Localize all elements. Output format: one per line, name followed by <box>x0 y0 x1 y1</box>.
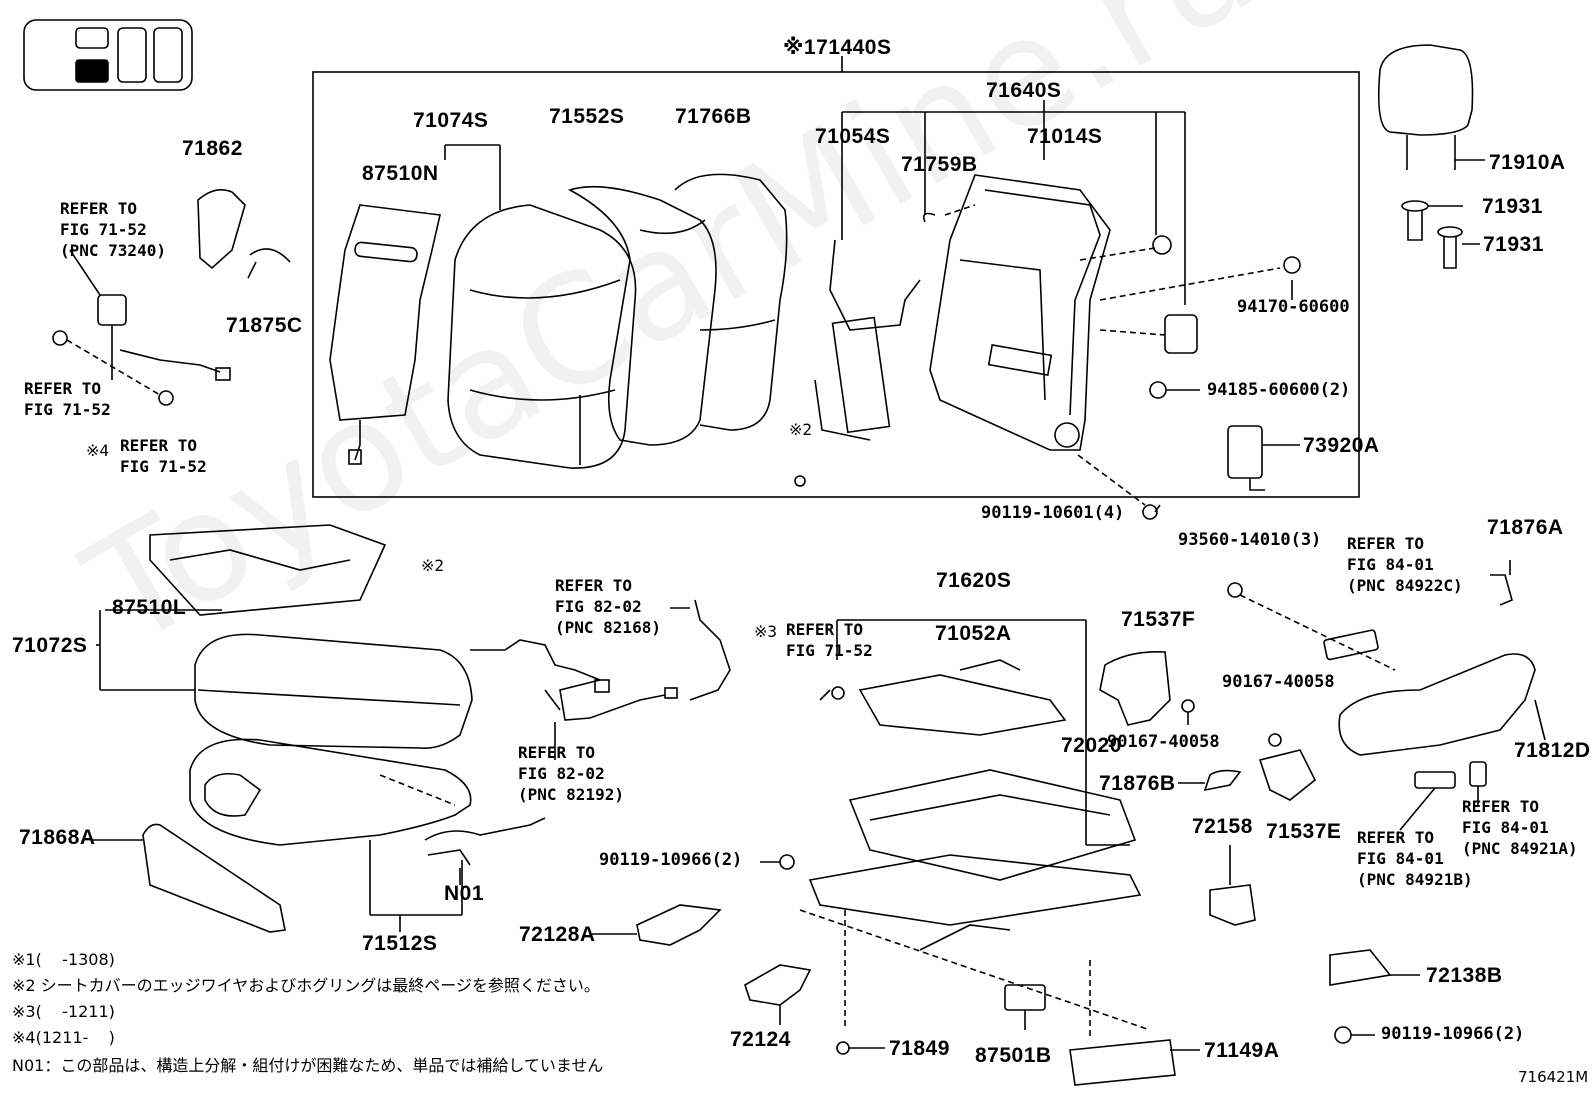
seat-frame-71620s <box>799 619 1151 1040</box>
label-71759b: 71759B <box>901 153 978 176</box>
label-71552s: 71552S <box>549 105 625 128</box>
label-71074s: 71074S <box>413 109 489 132</box>
label-71440s: ※171440S <box>783 36 892 59</box>
label-71876b: 71876B <box>1099 772 1176 795</box>
footnote-4: ※4(1211- ) <box>12 1028 115 1047</box>
refer-fig-84-01-pnc-84922c: REFER TO FIG 84-01 (PNC 84922C) <box>1347 534 1463 595</box>
refer-fig-84-01-pnc-84921b: REFER TO FIG 84-01 (PNC 84921B) <box>1357 828 1473 889</box>
lumbar-support-71054s <box>814 239 921 441</box>
refer-fig-82-02-pnc-82192: REFER TO FIG 82-02 (PNC 82192) <box>518 743 624 804</box>
footnote-1: ※1( -1308) <box>12 950 115 969</box>
seatback-cover-71766b <box>568 173 788 446</box>
label-72128a: 72128A <box>519 923 596 946</box>
label-87501b: 87501B <box>975 1044 1052 1067</box>
label-93560-14010: 93560-14010(3) <box>1178 530 1322 550</box>
seat-position-icon <box>23 19 193 91</box>
seatback-frame-71014s <box>929 174 1111 451</box>
seatback-assembly-frame <box>312 71 1360 498</box>
label-71072s: 71072S <box>12 634 88 657</box>
label-71875c: 71875C <box>226 314 303 337</box>
label-71862: 71862 <box>182 137 243 160</box>
label-90119-10601: 90119-10601(4) <box>981 503 1125 523</box>
label-71868a: 71868A <box>19 826 96 849</box>
label-90167-40058-left: 90167-40058 <box>1107 732 1220 752</box>
label-71931-lower: 71931 <box>1483 233 1544 256</box>
wire-harness <box>470 599 731 760</box>
refer-fig-71-52-bottom: REFER TO FIG 71-52 <box>120 436 207 476</box>
buckle-parts <box>52 189 291 406</box>
seatback-pad-71552s <box>447 204 637 469</box>
mark-2-upper: ※2 <box>789 420 813 439</box>
label-71052a: 71052A <box>935 622 1012 645</box>
label-71149a: 71149A <box>1204 1039 1280 1062</box>
figure-id: 716421M <box>1518 1068 1589 1086</box>
refer-fig-71-52-pnc-73240: REFER TO FIG 71-52 (PNC 73240) <box>60 199 166 260</box>
label-87510l: 87510L <box>112 596 187 619</box>
label-71876a: 71876A <box>1487 516 1564 539</box>
label-90119-10966-left: 90119-10966(2) <box>599 850 743 870</box>
label-71537e: 71537E <box>1266 820 1342 843</box>
refer-fig-84-01-pnc-84921a: REFER TO FIG 84-01 (PNC 84921A) <box>1462 797 1578 858</box>
label-90119-10966-right: 90119-10966(2) <box>1381 1024 1525 1044</box>
label-71766b: 71766B <box>675 105 752 128</box>
label-71931-upper: 71931 <box>1482 195 1543 218</box>
mark-2-lower: ※2 <box>421 556 445 575</box>
side-cover-71812d <box>1227 560 1546 831</box>
label-72138b: 72138B <box>1426 964 1503 987</box>
label-71849: 71849 <box>889 1037 950 1060</box>
back-pad-87510n <box>329 204 441 465</box>
footnote-n01: N01：この部品は、構造上分解・組付けが困難なため、単品では補給していません <box>12 1056 604 1075</box>
label-71620s: 71620S <box>936 569 1012 592</box>
label-71812d: 71812D <box>1514 739 1591 762</box>
mark-3: ※3 <box>754 622 778 641</box>
label-73920a: 73920A <box>1303 434 1380 457</box>
label-71512s: 71512S <box>362 932 438 955</box>
bottom-parts <box>590 854 1200 1086</box>
label-90167-40058-right: 90167-40058 <box>1222 672 1335 692</box>
label-71537f: 71537F <box>1121 608 1196 631</box>
bracket-71640s <box>841 100 1186 305</box>
refer-fig-82-02-pnc-82168: REFER TO FIG 82-02 (PNC 82168) <box>555 576 661 637</box>
label-71640s: 71640S <box>986 79 1062 102</box>
headrest-71910a <box>1377 44 1485 170</box>
label-87510n: 87510N <box>362 162 439 185</box>
leader-lines <box>794 204 1301 520</box>
seat-cushion-parts <box>92 524 546 933</box>
label-n01: N01 <box>444 882 485 905</box>
label-72020: 72020 <box>1061 734 1122 757</box>
refer-fig-71-52-left: REFER TO FIG 71-52 <box>24 379 111 419</box>
footnote-3: ※3( -1211) <box>12 1002 115 1021</box>
footnote-2: ※2 シートカバーのエッジワイヤおよびホグリングは最終ページを参照ください。 <box>12 976 600 995</box>
label-72124: 72124 <box>730 1028 791 1051</box>
label-72158: 72158 <box>1192 815 1253 838</box>
refer-fig-71-52-center: REFER TO FIG 71-52 <box>786 620 873 660</box>
label-94185-60600: 94185-60600(2) <box>1207 380 1351 400</box>
headrest-support-71931 <box>1401 200 1480 269</box>
label-71910a: 71910A <box>1489 151 1566 174</box>
mark-4: ※4 <box>86 441 110 460</box>
label-94170-60600: 94170-60600 <box>1237 297 1350 317</box>
label-71054s: 71054S <box>815 125 891 148</box>
bracket-71074s <box>444 144 501 210</box>
side-shield-parts <box>1099 650 1420 1044</box>
label-71014s: 71014S <box>1027 125 1103 148</box>
